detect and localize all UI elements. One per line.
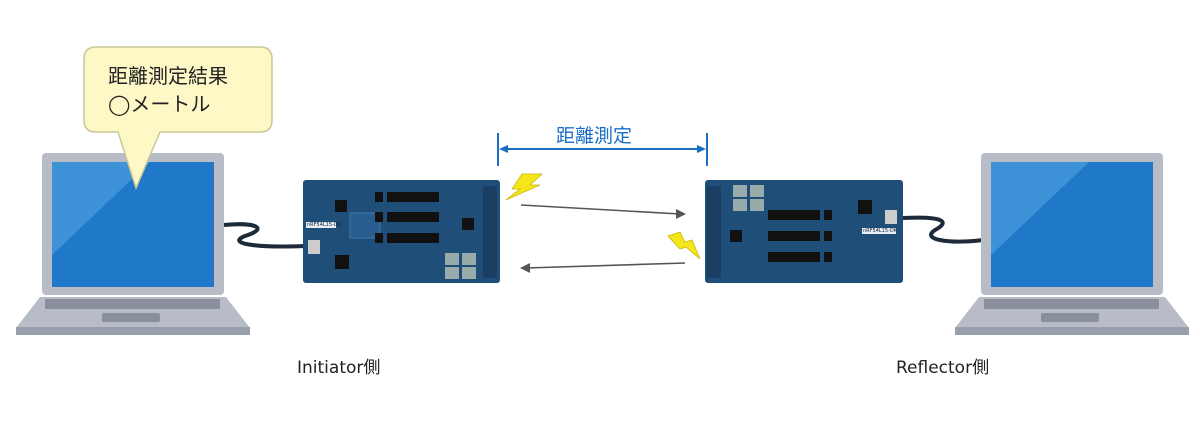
measurement-label: 距離測定 xyxy=(556,125,633,147)
speech-bubble xyxy=(83,46,273,191)
initiator-board xyxy=(303,180,500,283)
lightning-icon xyxy=(505,173,544,201)
speech-bubble-text: 距離測定結果 ◯メートル xyxy=(108,62,228,118)
left-usb-cable xyxy=(223,222,306,249)
reflector-board xyxy=(705,180,903,283)
signal-arrows xyxy=(520,204,686,273)
right-usb-cable xyxy=(902,215,984,244)
reflector-label: Reflector側 xyxy=(896,358,990,378)
left-laptop xyxy=(16,153,250,335)
measurement-dimension xyxy=(497,133,708,166)
lightning-icon xyxy=(667,231,701,260)
bubble-line-1: 距離測定結果 xyxy=(108,64,228,88)
bubble-line-2: ◯メートル xyxy=(108,92,211,116)
right-laptop xyxy=(955,153,1189,335)
right-board-name: nRF54L15-DK xyxy=(863,228,897,234)
initiator-label: Initiator側 xyxy=(297,358,381,378)
left-board-name: nRF54L15-DK xyxy=(307,222,341,228)
